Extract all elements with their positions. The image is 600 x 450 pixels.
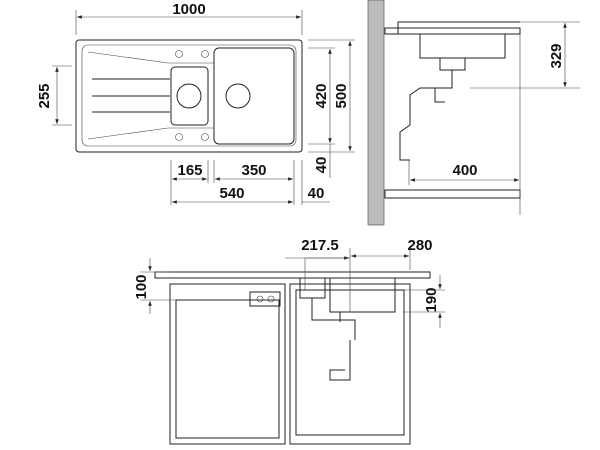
dim-bowl-offset: 280 xyxy=(407,237,432,254)
dim-side-height: 329 xyxy=(548,43,565,68)
front-view xyxy=(140,248,445,445)
dim-side-margin: 40 xyxy=(308,185,325,202)
dim-main-bowl: 350 xyxy=(241,162,266,179)
dim-bowls-total: 540 xyxy=(219,185,244,202)
dim-countertop-offset: 100 xyxy=(133,274,150,299)
dim-overall-depth: 500 xyxy=(333,83,350,108)
dim-small-bowl: 165 xyxy=(177,162,202,179)
dim-wall-distance: 400 xyxy=(452,162,477,179)
side-view xyxy=(367,0,580,226)
top-view xyxy=(52,10,355,205)
dim-drainer-height: 255 xyxy=(36,83,53,108)
dim-bowl-depth: 420 xyxy=(313,83,330,108)
dim-drain-offset: 217.5 xyxy=(301,237,339,254)
dim-rear-margin: 40 xyxy=(313,157,330,174)
dim-overall-width: 1000 xyxy=(172,1,205,18)
dim-front-bowl-depth: 190 xyxy=(423,287,440,312)
